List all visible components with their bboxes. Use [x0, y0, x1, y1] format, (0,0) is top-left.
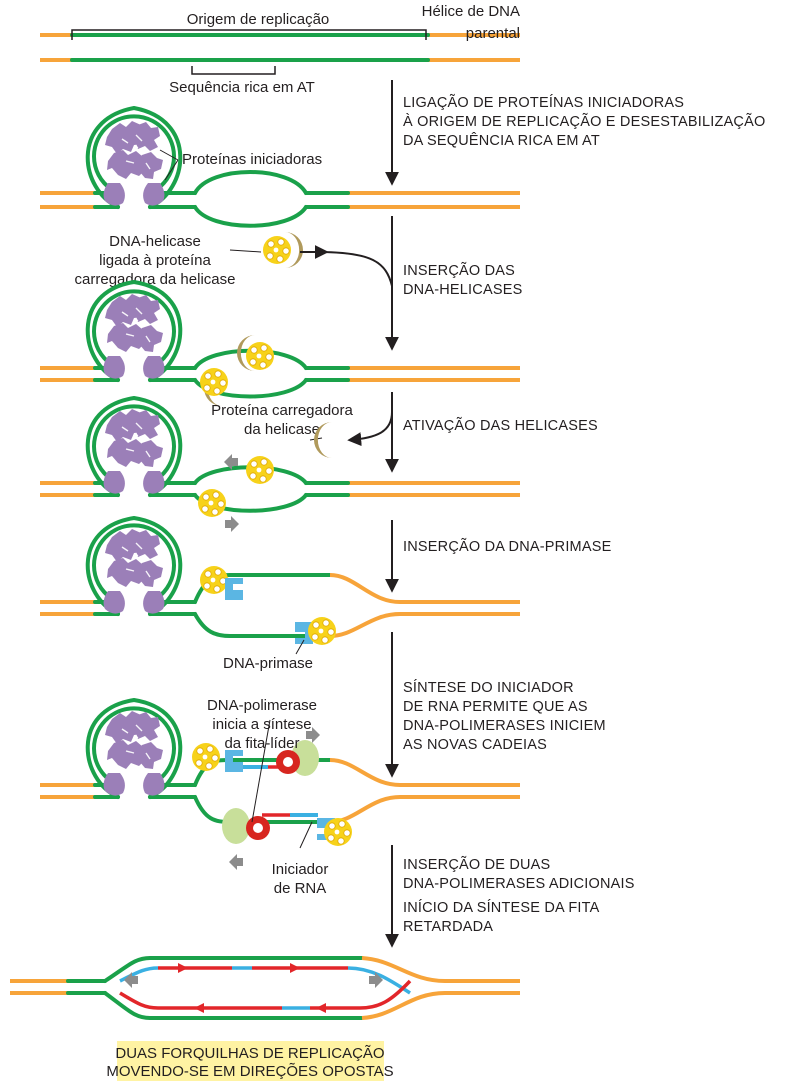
- step-5-text: SÍNTESE DO INICIADOR DE RNA PERMITE QUE …: [403, 679, 606, 753]
- svg-text:DNA-polimerase: DNA-polimerase: [207, 697, 317, 714]
- helicase-loader-label: Proteína carregadora da helicase: [211, 402, 354, 441]
- step-2-text: INSERÇÃO DAS DNA-HELICASES: [403, 262, 522, 298]
- helicase-insert-arrow: [317, 251, 393, 287]
- step-6-text: INSERÇÃO DE DUAS DNA-POLIMERASES ADICION…: [403, 856, 635, 935]
- svg-text:DNA-POLIMERASES INICIEM: DNA-POLIMERASES INICIEM: [403, 718, 606, 734]
- svg-text:AS NOVAS CADEIAS: AS NOVAS CADEIAS: [403, 737, 547, 753]
- svg-text:da helicase: da helicase: [244, 421, 320, 438]
- parental-helix-top: [40, 29, 520, 75]
- svg-text:DNA-POLIMERASES ADICIONAIS: DNA-POLIMERASES ADICIONAIS: [403, 876, 635, 892]
- step-1-text: LIGAÇÃO DE PROTEÍNAS INICIADORAS À ORIGE…: [403, 94, 765, 149]
- svg-text:Proteína carregadora: Proteína carregadora: [211, 402, 353, 419]
- svg-text:LIGAÇÃO DE PROTEÍNAS INICIADOR: LIGAÇÃO DE PROTEÍNAS INICIADORAS: [403, 94, 684, 111]
- svg-text:INÍCIO DA SÍNTESE DA FITA: INÍCIO DA SÍNTESE DA FITA: [403, 899, 600, 916]
- svg-text:DNA-helicase: DNA-helicase: [109, 233, 201, 250]
- origin-label: Origem de replicação: [187, 11, 330, 28]
- helix-label-1: Hélice de DNA: [422, 3, 520, 20]
- svg-text:À ORIGEM DE REPLICAÇÃO E DESES: À ORIGEM DE REPLICAÇÃO E DESESTABILIZAÇÃ…: [403, 113, 765, 130]
- svg-text:ligada à proteína: ligada à proteína: [99, 252, 211, 269]
- step-4-text: INSERÇÃO DA DNA-PRIMASE: [403, 538, 612, 555]
- svg-text:da fita-líder: da fita-líder: [224, 735, 299, 752]
- rna-primer-label: Iniciador de RNA: [272, 861, 329, 897]
- panel-primase: [40, 516, 520, 655]
- svg-text:INSERÇÃO DE DUAS: INSERÇÃO DE DUAS: [403, 856, 550, 873]
- svg-text:inicia a síntese: inicia a síntese: [212, 716, 311, 733]
- helicase-bound-label: DNA-helicase ligada à proteína carregado…: [75, 233, 236, 288]
- replication-bubble: [10, 956, 520, 1020]
- result-line-1: DUAS FORQUILHAS DE REPLICAÇÃO: [115, 1045, 384, 1062]
- step-3-text: ATIVAÇÃO DAS HELICASES: [403, 417, 598, 434]
- svg-text:Iniciador: Iniciador: [272, 861, 329, 878]
- svg-text:DNA-HELICASES: DNA-HELICASES: [403, 282, 522, 298]
- svg-text:de RNA: de RNA: [274, 880, 327, 897]
- svg-text:DA SEQUÊNCIA RICA EM AT: DA SEQUÊNCIA RICA EM AT: [403, 132, 600, 149]
- initiator-proteins-label: Proteínas iniciadoras: [182, 151, 322, 168]
- svg-text:DE RNA PERMITE QUE AS: DE RNA PERMITE QUE AS: [403, 699, 588, 715]
- panel-helicase-loading: [40, 280, 520, 406]
- polymerase-label: DNA-polimerase inicia a síntese da fita-…: [207, 697, 317, 752]
- svg-text:INSERÇÃO DAS: INSERÇÃO DAS: [403, 262, 515, 279]
- svg-text:RETARDADA: RETARDADA: [403, 919, 493, 935]
- helicase-with-loader: [229, 232, 329, 268]
- result-highlight: [117, 1041, 384, 1081]
- result-line-2: MOVENDO-SE EM DIREÇÕES OPOSTAS: [106, 1063, 393, 1080]
- svg-text:SÍNTESE DO INICIADOR: SÍNTESE DO INICIADOR: [403, 679, 574, 696]
- primase-label: DNA-primase: [223, 655, 313, 672]
- loader-release-arrow: [347, 411, 393, 447]
- panel-initiators: [40, 106, 520, 228]
- panel-polymerase-start: [40, 698, 520, 870]
- at-rich-label: Sequência rica em AT: [169, 79, 315, 96]
- helix-label-2: parental: [466, 25, 520, 42]
- svg-text:carregadora da helicase: carregadora da helicase: [75, 271, 236, 288]
- panel-helicase-activation: [40, 396, 520, 532]
- svg-text:INSERÇÃO DA DNA-PRIMASE: INSERÇÃO DA DNA-PRIMASE: [403, 538, 612, 555]
- svg-text:ATIVAÇÃO DAS HELICASES: ATIVAÇÃO DAS HELICASES: [403, 417, 598, 434]
